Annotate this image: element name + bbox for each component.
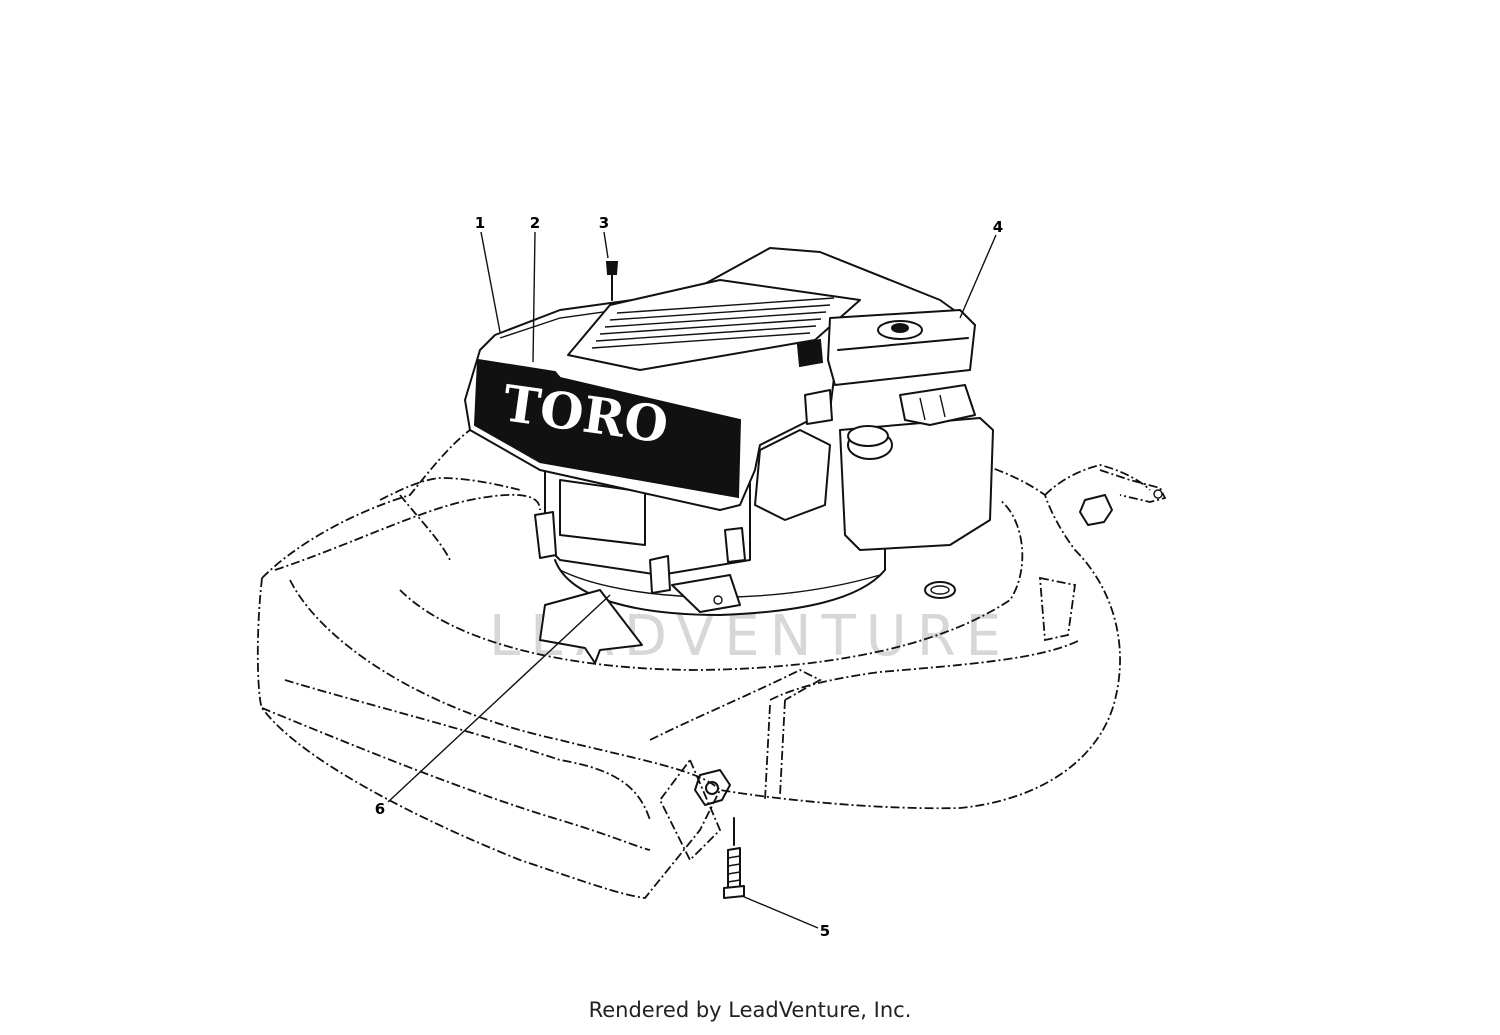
bolt-part-5 xyxy=(723,817,745,899)
callouts: 1 2 3 4 5 6 xyxy=(375,214,1003,940)
footer-credit: Rendered by LeadVenture, Inc. xyxy=(588,998,912,1022)
engine-assembly: TORO xyxy=(464,247,994,664)
callout-1: 1 xyxy=(475,214,485,232)
callout-6: 6 xyxy=(375,800,385,818)
vent-grille xyxy=(591,297,835,349)
leader-lines xyxy=(387,231,997,929)
callout-4: 4 xyxy=(993,218,1003,236)
callout-3: 3 xyxy=(599,214,609,232)
callout-2: 2 xyxy=(530,214,540,232)
callout-5: 5 xyxy=(820,922,830,940)
mower-deck xyxy=(256,429,1167,899)
